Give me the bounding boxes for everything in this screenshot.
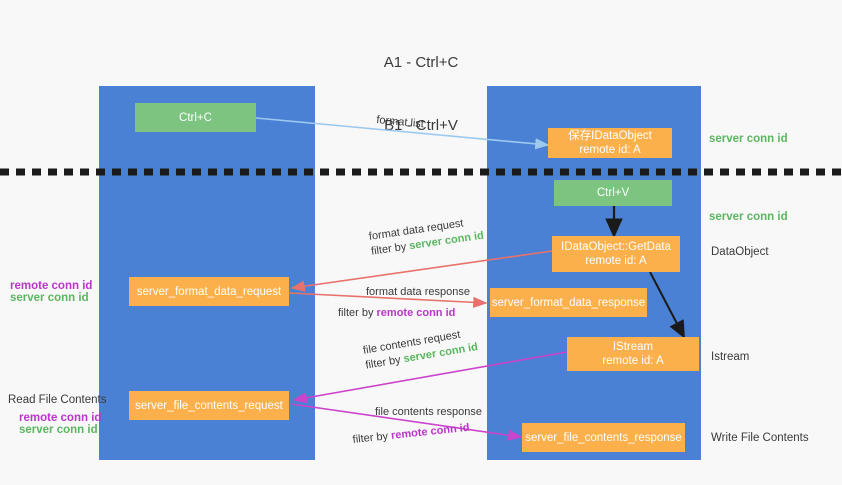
node-ctrl-c[interactable]: Ctrl+C (135, 103, 256, 132)
node-server-file-contents-request[interactable]: server_file_contents_request (129, 391, 289, 420)
node-istream-line1: IStream (612, 341, 654, 353)
node-save-idataobject-line1: 保存IDataObject (568, 130, 652, 142)
node-file-contents-response-label: server_file_contents_response (525, 431, 682, 444)
node-save-idataobject-line2: remote id: A (579, 144, 641, 156)
edge-label-file-contents-response: file contents response (375, 405, 482, 420)
annotation-server-conn-id-format: server conn id (10, 292, 89, 304)
annotation-remote-conn-id-format: remote conn id (10, 280, 93, 292)
filter-value: remote conn id (390, 421, 471, 442)
annotation-read-file-contents: Read File Contents (8, 394, 107, 406)
node-idataobject-getdata[interactable]: IDataObject::GetData remote id: A (552, 236, 680, 272)
node-getdata-line1: IDataObject::GetData (561, 241, 671, 253)
edge-label-file-contents-response-filter: filter by remote conn id (352, 421, 470, 448)
node-file-contents-request-label: server_file_contents_request (135, 399, 283, 412)
filter-prefix: filter by (370, 240, 411, 258)
title-line-1: A1 - Ctrl+C (383, 54, 459, 71)
node-getdata-line2: remote id: A (585, 255, 647, 267)
annotation-write-file-contents: Write File Contents (711, 432, 809, 444)
annotation-istream: Istream (711, 351, 750, 363)
annotation-server-conn-id-top: server conn id (709, 133, 788, 145)
edge-label-file-contents-request: file contents request filter by server c… (362, 325, 479, 373)
node-server-format-data-request[interactable]: server_format_data_request (129, 277, 289, 306)
filter-prefix: filter by (352, 429, 392, 446)
node-istream-line2: remote id: A (602, 355, 664, 367)
node-format-data-request-label: server_format_data_request (136, 285, 282, 298)
node-server-format-data-response[interactable]: server_format_data_response (490, 288, 647, 317)
edge-label-file-contents-response-text: file contents response (375, 406, 483, 418)
node-ctrl-v[interactable]: Ctrl+V (554, 180, 672, 206)
node-format-data-response-label: server_format_data_response (491, 296, 646, 309)
edge-label-format-data-response-text: format data response (366, 286, 470, 298)
edge-label-format-list-text: format list (375, 113, 425, 131)
edge-label-format-data-response-filter: filter by remote conn id (338, 306, 455, 321)
node-ctrl-v-label: Ctrl+V (596, 187, 630, 199)
edge-label-format-data-request: format data request filter by server con… (368, 214, 485, 260)
filter-prefix: filter by (338, 307, 377, 319)
node-istream[interactable]: IStream remote id: A (567, 337, 699, 371)
annotation-server-conn-id-file: server conn id (19, 424, 98, 436)
node-ctrl-c-label: Ctrl+C (179, 111, 212, 124)
annotation-dataobject: DataObject (711, 246, 769, 258)
filter-value: remote conn id (376, 307, 456, 319)
node-save-idataobject[interactable]: 保存IDataObject remote id: A (548, 128, 672, 158)
annotation-server-conn-id-second: server conn id (709, 211, 788, 223)
edge-label-format-data-response: format data response (366, 285, 470, 300)
node-server-file-contents-response[interactable]: server_file_contents_response (522, 423, 685, 452)
annotation-remote-conn-id-file: remote conn id (19, 412, 102, 424)
